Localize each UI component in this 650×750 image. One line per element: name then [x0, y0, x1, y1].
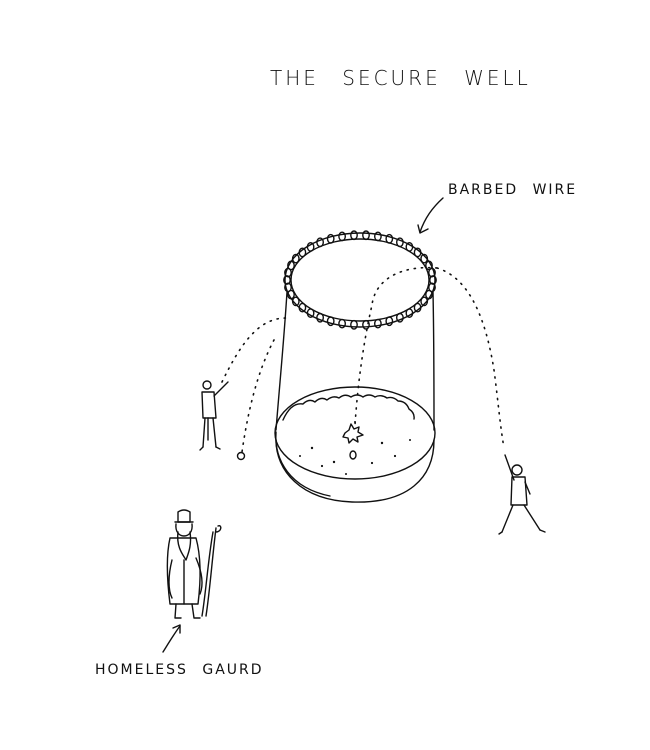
- dropped-coin: [238, 453, 245, 460]
- well: [275, 387, 435, 502]
- cylinder-walls: [276, 292, 434, 430]
- barbed-wire-loop: [317, 314, 323, 322]
- barbed-wire-loop: [328, 235, 334, 243]
- barbed-wire-loop: [299, 303, 305, 311]
- barbed-wire-loop: [307, 243, 313, 251]
- barbed-wire-loop: [351, 231, 357, 239]
- splash: [343, 424, 363, 443]
- barbed-wire-loop: [414, 248, 420, 256]
- barbed-wire-loop: [406, 243, 412, 251]
- barbed-wire-loop: [375, 232, 381, 240]
- barbed-wire-loop: [293, 297, 299, 305]
- barbed-wire-loop: [426, 290, 432, 298]
- barbed-wire-loop: [328, 317, 334, 325]
- barbed-wire-loop: [386, 235, 392, 243]
- barbed-wire-loop: [284, 276, 290, 284]
- right-thrower-figure: [499, 455, 545, 534]
- barbed-wire-loop: [339, 319, 345, 327]
- barbed-wire-loop: [430, 276, 436, 284]
- homeless-guard-figure: [167, 510, 221, 618]
- homeless-guard-label: HOMELESS GAURD: [95, 662, 264, 678]
- barbed-wire-loop: [414, 303, 420, 311]
- barbed-wire-loop: [363, 231, 369, 239]
- barbed-wire-loop: [421, 297, 427, 305]
- barbed-wire-loops: [284, 231, 436, 329]
- barbed-wire-loop: [307, 309, 313, 317]
- barbed-wire-loop: [386, 317, 392, 325]
- barbed-wire-loop: [317, 238, 323, 246]
- barbed-wire-loop: [339, 232, 345, 240]
- barbed-wire-loop: [421, 254, 427, 262]
- guard-arrow: [163, 625, 180, 652]
- coin-trajectories: [222, 268, 504, 452]
- barbed-wire-loop: [285, 283, 291, 291]
- barbed-wire-loop: [293, 254, 299, 262]
- barbed-wire-loop: [429, 268, 435, 276]
- barbed-wire-label: BARBED WIRE: [448, 182, 578, 198]
- coin: [350, 451, 356, 459]
- barbed-wire-arrow: [418, 198, 443, 233]
- left-thrower-figure: [200, 381, 228, 450]
- barbed-wire-ring: [284, 231, 436, 329]
- barbed-wire-loop: [397, 314, 403, 322]
- barbed-wire-loop: [363, 321, 369, 329]
- barbed-wire-loop: [288, 261, 294, 269]
- barbed-wire-loop: [397, 238, 403, 246]
- barbed-wire-loop: [406, 309, 412, 317]
- page-title: THE SECURE WELL: [270, 66, 531, 90]
- barbed-wire-loop: [299, 248, 305, 256]
- barbed-wire-loop: [375, 319, 381, 327]
- barbed-wire-loop: [351, 321, 357, 329]
